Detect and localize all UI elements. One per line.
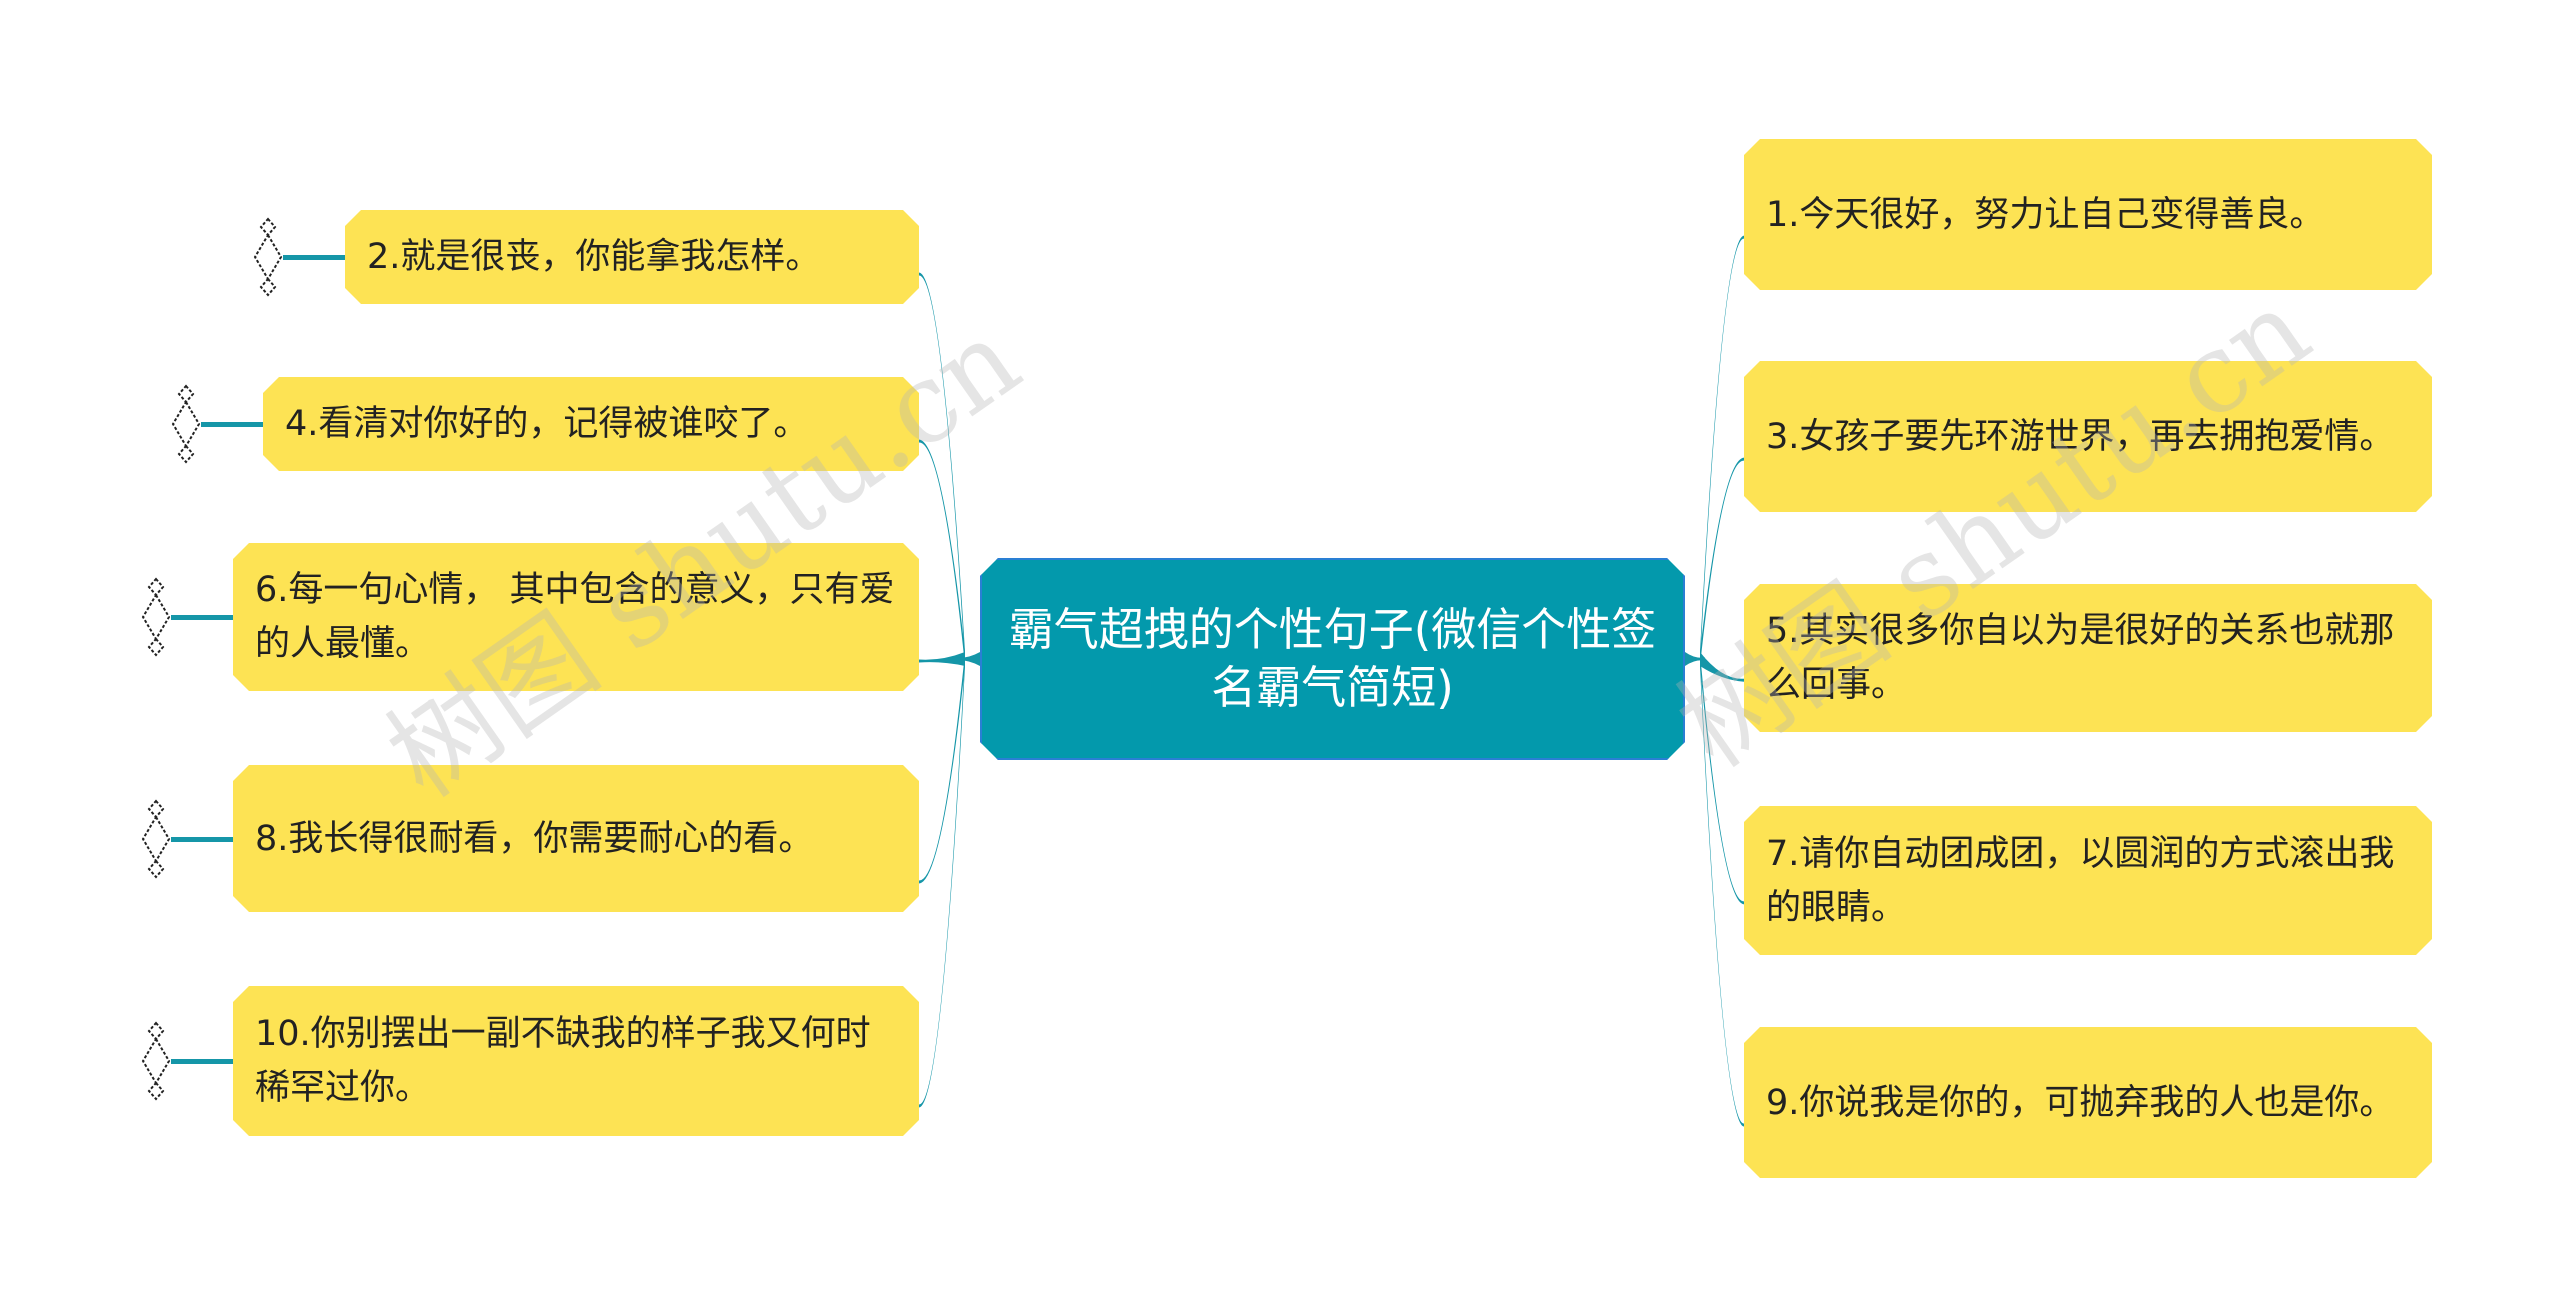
topic-text: 6.每一句心情， 其中包含的意义，只有爱的人最懂。 — [255, 570, 895, 664]
topic-text: 10.你别摆出一副不缺我的样子我又何时稀罕过你。 — [255, 1014, 871, 1108]
collapse-toggle-icon[interactable] — [141, 798, 171, 879]
central-topic[interactable]: 霸气超拽的个性句子(微信个性签名霸气简短) — [980, 558, 1685, 760]
topic-text: 7.请你自动团成团，以圆润的方式滚出我的眼睛。 — [1766, 833, 2395, 928]
branch-connector — [1700, 652, 1744, 905]
branch-connector — [919, 652, 965, 666]
branch-connector — [1700, 457, 1744, 666]
topic-node[interactable]: 10.你别摆出一副不缺我的样子我又何时稀罕过你。 — [233, 986, 919, 1136]
collapse-toggle-icon[interactable] — [141, 1021, 171, 1101]
branch-connector — [1700, 652, 1744, 682]
topic-node[interactable]: 7.请你自动团成团，以圆润的方式滚出我的眼睛。 — [1744, 806, 2432, 955]
topic-text: 4.看清对你好的，记得被谁咬了。 — [285, 404, 809, 444]
topic-text: 3.女孩子要先环游世界，再去拥抱爱情。 — [1766, 416, 2395, 457]
branch-connector — [919, 272, 965, 666]
topic-node[interactable]: 5.其实很多你自以为是很好的关系也就那么回事。 — [1744, 584, 2432, 732]
topic-node[interactable]: 3.女孩子要先环游世界，再去拥抱爱情。 — [1744, 361, 2432, 512]
topic-node[interactable]: 4.看清对你好的，记得被谁咬了。 — [263, 377, 919, 471]
topic-text: 8.我长得很耐看，你需要耐心的看。 — [255, 818, 814, 859]
toggle-connector — [201, 422, 263, 427]
topic-node[interactable]: 2.就是很丧，你能拿我怎样。 — [345, 210, 919, 304]
collapse-toggle-icon[interactable] — [253, 217, 283, 297]
topic-text: 5.其实很多你自以为是很好的关系也就那么回事。 — [1766, 611, 2395, 705]
central-topic-title: 霸气超拽的个性句子(微信个性签名霸气简短) — [1008, 603, 1657, 714]
toggle-connector — [171, 1059, 233, 1064]
topic-node[interactable]: 6.每一句心情， 其中包含的意义，只有爱的人最懂。 — [233, 543, 919, 691]
topic-node[interactable]: 1.今天很好，努力让自己变得善良。 — [1744, 139, 2432, 290]
toggle-connector — [171, 836, 233, 842]
topic-node[interactable]: 8.我长得很耐看，你需要耐心的看。 — [233, 765, 919, 912]
toggle-connector — [171, 615, 233, 620]
topic-text: 1.今天很好，努力让自己变得善良。 — [1766, 194, 2325, 235]
topic-node[interactable]: 9.你说我是你的，可抛弃我的人也是你。 — [1744, 1027, 2432, 1178]
branch-connector — [955, 652, 980, 666]
topic-text: 9.你说我是你的，可抛弃我的人也是你。 — [1766, 1082, 2395, 1123]
collapse-toggle-icon[interactable] — [171, 384, 201, 464]
branch-connector — [919, 652, 965, 884]
toggle-connector — [283, 255, 345, 260]
branch-connector — [1685, 652, 1705, 666]
topic-text: 2.就是很丧，你能拿我怎样。 — [367, 237, 821, 277]
collapse-toggle-icon[interactable] — [141, 577, 171, 657]
